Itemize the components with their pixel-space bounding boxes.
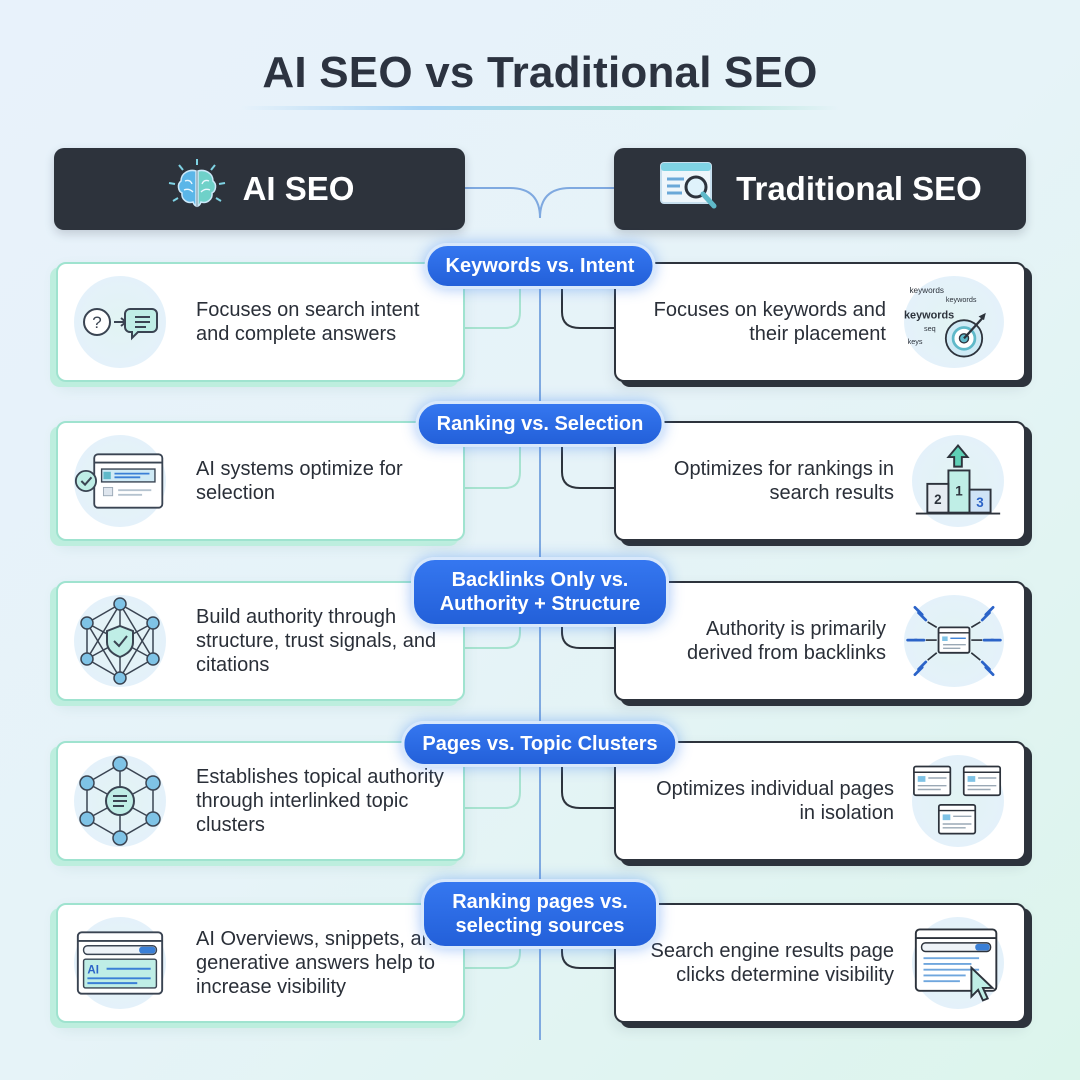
serp-click-icon	[912, 917, 1004, 1009]
traditional-card-authority-structure: Authority is primarily derived from back…	[614, 581, 1026, 701]
podium-label: 3	[976, 495, 983, 510]
keyword-word: keywords	[946, 295, 977, 304]
backlinks-icon	[904, 595, 1004, 687]
page-title: AI SEO vs Traditional SEO	[262, 48, 818, 97]
title-underline	[240, 106, 840, 110]
ai-card-authority-structure: Build authority through structure, trust…	[56, 581, 465, 701]
traditional-seo-header-label: Traditional SEO	[736, 170, 982, 207]
traditional-card-ranking-selection: Optimizes for rankings in search results…	[614, 421, 1026, 541]
keyword-word: seq	[924, 324, 936, 333]
topic-pill: Ranking pages vs. selecting sources	[421, 879, 659, 949]
ai-card-text: Establishes topical authority through in…	[196, 766, 444, 836]
brain-icon	[165, 157, 229, 222]
traditional-card-keywords-intent: Focuses on keywords and their placement …	[614, 262, 1026, 382]
keyword-word: keywords	[909, 286, 944, 295]
ai-overview-label: AI	[87, 965, 99, 977]
topic-pill-text: Backlinks Only vs. Authority + Structure	[439, 569, 641, 615]
svg-text:?: ?	[92, 313, 101, 332]
traditional-card-text: Authority is primarily derived from back…	[687, 618, 886, 664]
trust-network-icon	[74, 595, 166, 687]
selected-result-icon	[74, 435, 166, 527]
ai-card-text: AI Overviews, snippets, and generative a…	[196, 928, 444, 998]
ai-card-selecting-sources: AI AI Overviews, snippets, and generativ…	[56, 903, 465, 1023]
traditional-card-topic-clusters: Optimizes individual pages in isolation	[614, 741, 1026, 861]
traditional-seo-header: Traditional SEO	[614, 148, 1026, 230]
topic-pill: Pages vs. Topic Clusters	[401, 721, 679, 767]
topic-pill: Keywords vs. Intent	[424, 243, 656, 289]
ai-card-text: Focuses on search intent and complete an…	[196, 299, 420, 345]
topic-pill-text: Ranking pages vs. selecting sources	[452, 891, 628, 937]
ai-card-text: Build authority through structure, trust…	[196, 606, 437, 676]
question-to-answer-icon: ?	[74, 276, 166, 368]
podium-label: 1	[955, 483, 963, 498]
traditional-card-text: Focuses on keywords and their placement	[653, 299, 886, 345]
podium-label: 2	[934, 492, 941, 507]
ai-overview-icon: AI	[74, 917, 166, 1009]
traditional-card-text: Optimizes individual pages in isolation	[656, 778, 894, 824]
traditional-card-text: Search engine results page clicks determ…	[650, 940, 895, 986]
traditional-card-selecting-sources: Search engine results page clicks determ…	[614, 903, 1026, 1023]
keyword-word: keys	[908, 337, 923, 346]
ai-card-keywords-intent: ? Focuses on search intent and complete …	[56, 262, 465, 382]
podium-icon: 1 2 3	[912, 435, 1004, 527]
ai-seo-header-label: AI SEO	[242, 170, 355, 207]
topic-cluster-icon	[74, 755, 166, 847]
traditional-card-text: Optimizes for rankings in search results	[673, 458, 894, 504]
isolated-pages-icon	[912, 755, 1004, 847]
keywords-target-icon: keywords keywords keywords seq keys	[904, 276, 1004, 368]
ai-card-ranking-selection: AI systems optimize for selection	[56, 421, 465, 541]
topic-pill: Ranking vs. Selection	[415, 401, 665, 447]
ai-seo-header: AI SEO	[54, 148, 465, 230]
topic-pill: Backlinks Only vs. Authority + Structure	[411, 557, 669, 627]
ai-card-topic-clusters: Establishes topical authority through in…	[56, 741, 465, 861]
keyword-word: keywords	[904, 309, 954, 321]
ai-card-text: AI systems optimize for selection	[196, 458, 403, 504]
browser-search-icon	[658, 159, 722, 220]
